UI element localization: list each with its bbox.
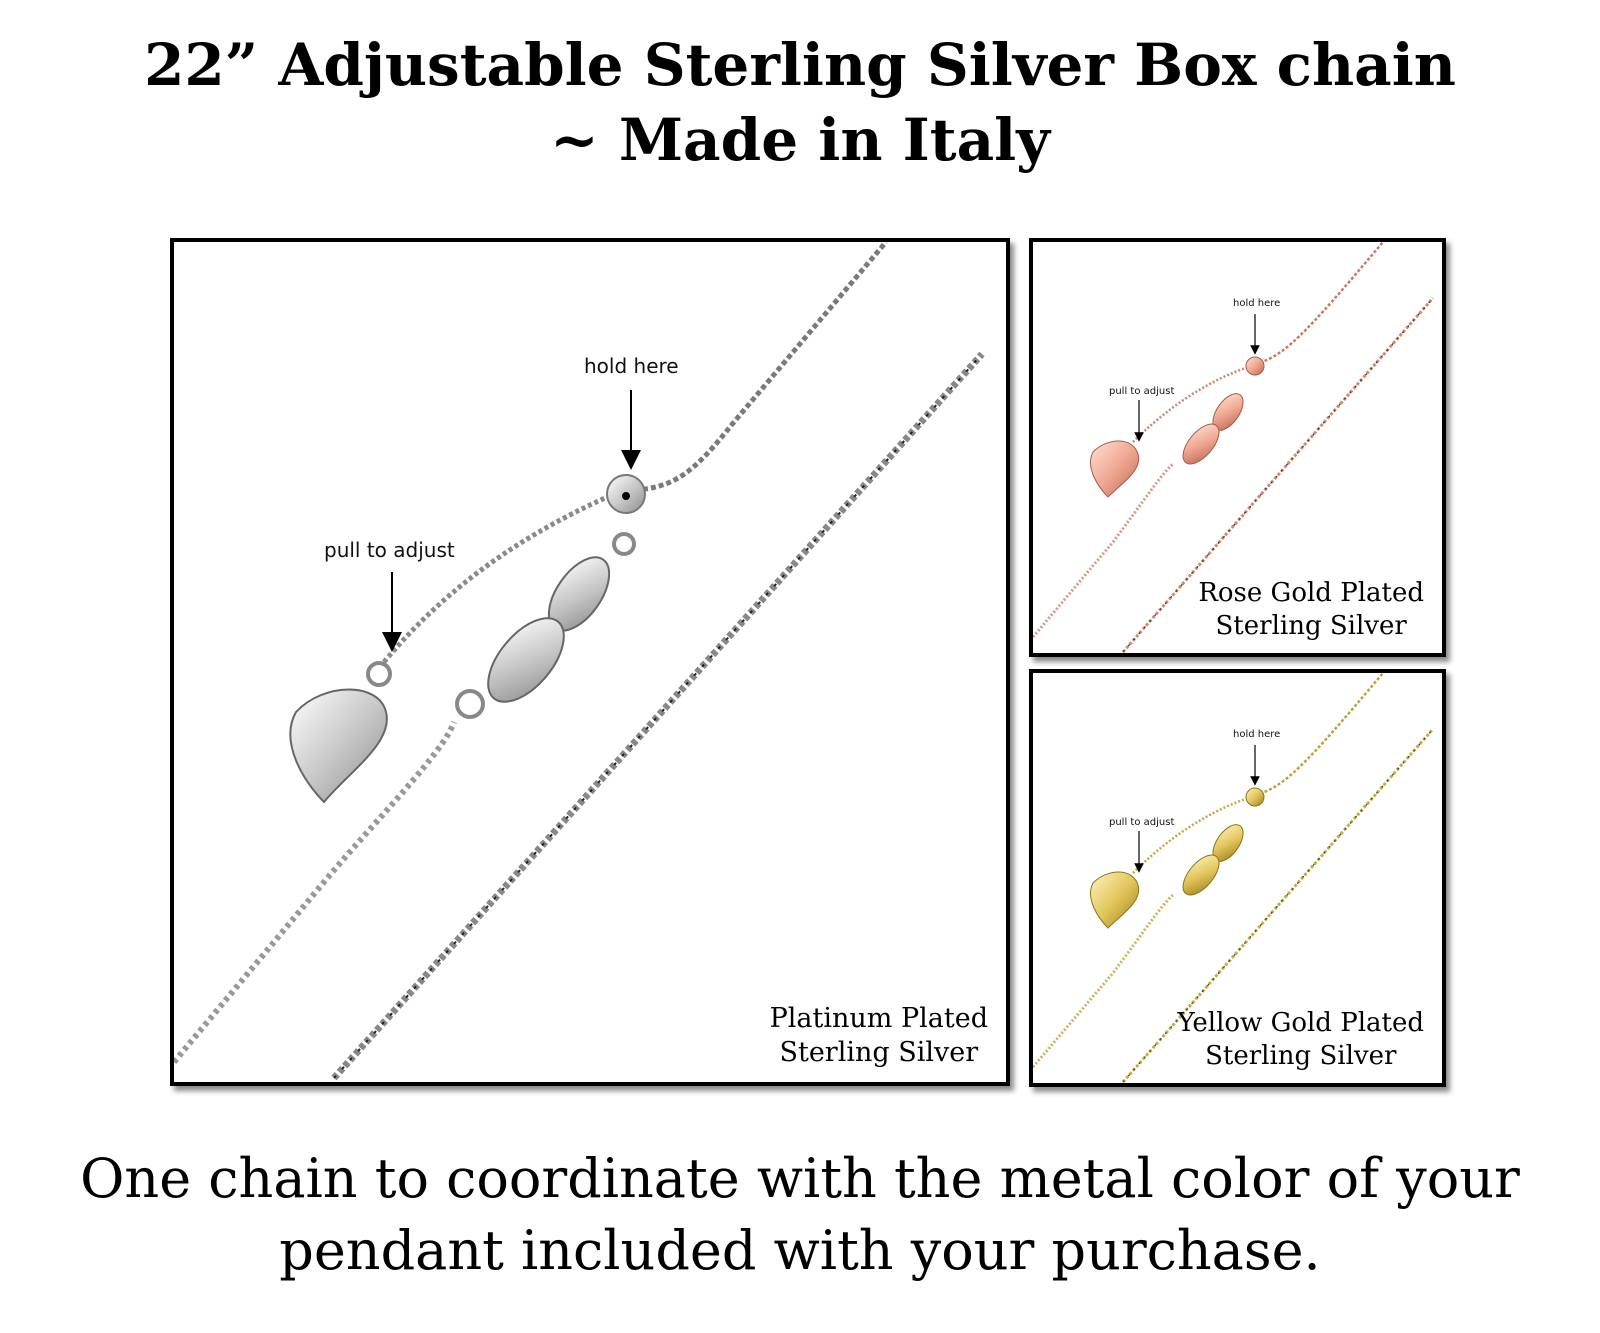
footer-text: One chain to coordinate with the metal c…: [0, 1143, 1600, 1287]
yellow-gold-chain-panel: hold here pull to adjust Yellow Gold Pla…: [1029, 669, 1446, 1087]
heart-tag: [1090, 440, 1140, 498]
slider-bead: [1245, 787, 1265, 807]
platinum-caption: Platinum Plated Sterling Silver: [770, 1002, 988, 1070]
rose-gold-chain-panel: hold here pull to adjust Rose Gold Plate…: [1029, 238, 1446, 657]
chain-strand-loop: [1132, 795, 1252, 874]
chain-strand-loop: [1132, 364, 1252, 443]
chain-strand-loop: [382, 491, 616, 664]
heart-tag: [289, 688, 388, 804]
rose-gold-chain-photo: [1033, 242, 1435, 653]
rose-gold-caption: Rose Gold Plated Sterling Silver: [1198, 577, 1424, 643]
lobster-clasp: [1182, 854, 1220, 896]
lobster-clasp: [487, 617, 565, 703]
chain-strand-back: [331, 351, 985, 1081]
platinum-chain-photo: [174, 242, 985, 1081]
hold-here-label: hold here: [1233, 298, 1281, 309]
pull-to-adjust-label: pull to adjust: [1109, 817, 1175, 828]
chain-strand-back: [1121, 728, 1435, 1083]
caption-line-2: Sterling Silver: [1205, 1041, 1397, 1071]
yellow-gold-chain-photo: [1033, 673, 1435, 1083]
footer-line-1: One chain to coordinate with the metal c…: [80, 1147, 1520, 1210]
chain-strand-upper: [1254, 242, 1384, 366]
footer-line-2: pendant included with your purchase.: [279, 1219, 1321, 1282]
hold-here-label: hold here: [1233, 729, 1281, 740]
chain-strand-lower: [1033, 462, 1174, 638]
caption-line-1: Yellow Gold Plated: [1177, 1008, 1424, 1038]
page-title: 22” Adjustable Sterling Silver Box chain…: [0, 28, 1600, 178]
hold-here-label: hold here: [584, 354, 679, 378]
chain-strand-lower: [1033, 893, 1174, 1068]
caption-line-2: Sterling Silver: [1215, 611, 1407, 641]
caption-line-1: Platinum Plated: [769, 1003, 988, 1034]
chain-strand-upper: [1254, 673, 1384, 797]
slider-bead: [1245, 356, 1265, 376]
heart-tag: [1090, 871, 1140, 929]
caption-line-2: Sterling Silver: [779, 1037, 979, 1068]
pull-to-adjust-label: pull to adjust: [1109, 386, 1175, 397]
title-line-1: 22” Adjustable Sterling Silver Box chain: [144, 31, 1456, 99]
lobster-clasp: [1182, 423, 1220, 465]
platinum-chain-panel: hold here pull to adjust Platinum Plated…: [170, 238, 1010, 1086]
chain-strand-lower: [174, 720, 457, 1064]
yellow-gold-caption: Yellow Gold Plated Sterling Silver: [1177, 1007, 1424, 1073]
caption-line-1: Rose Gold Plated: [1198, 578, 1424, 608]
title-line-2: ~ Made in Italy: [550, 106, 1050, 174]
pull-to-adjust-label: pull to adjust: [324, 538, 455, 562]
